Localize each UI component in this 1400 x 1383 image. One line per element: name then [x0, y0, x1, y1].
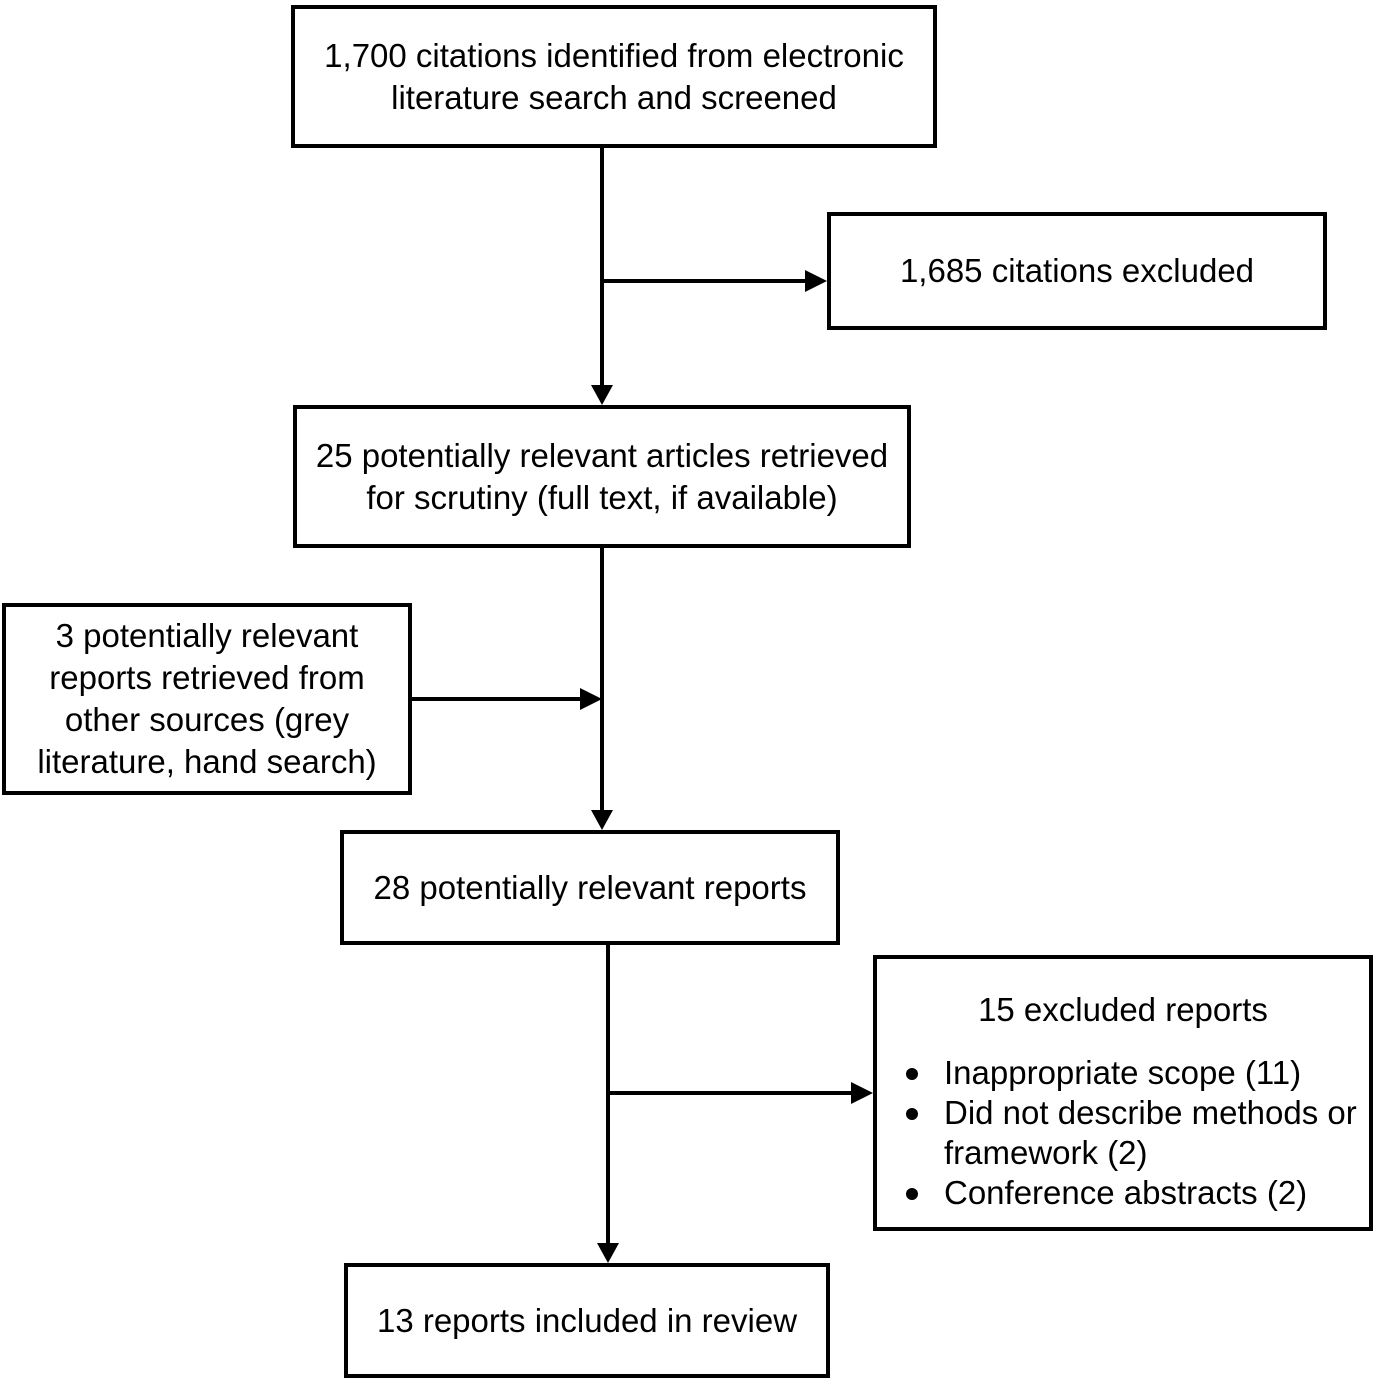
- excluded-reason-item: Conference abstracts (2): [906, 1173, 1359, 1213]
- connector-identified-to-retrieved: [600, 148, 604, 388]
- excluded-reports-title: 15 excluded reports: [978, 991, 1268, 1028]
- box-excluded-reports: 15 excluded reports Inappropriate scope …: [873, 955, 1373, 1231]
- arrowhead-into-relevant: [591, 810, 613, 830]
- box-citations-identified: 1,700 citations identified from electron…: [291, 5, 937, 148]
- citations-excluded-text: 1,685 citations excluded: [899, 252, 1255, 289]
- excluded-reports-list: Inappropriate scope (11) Did not describ…: [877, 1053, 1369, 1213]
- box-citations-excluded: 1,685 citations excluded: [827, 212, 1327, 330]
- arrowhead-into-excluded-reports: [851, 1082, 873, 1104]
- connector-branch-excluded-reports: [608, 1091, 851, 1095]
- connector-relevant-to-included: [606, 945, 610, 1245]
- connector-other-sources-branch: [412, 697, 580, 701]
- box-potentially-relevant-reports: 28 potentially relevant reports: [340, 830, 840, 945]
- arrowhead-other-sources-into-mainline: [580, 688, 602, 710]
- reports-included-text: 13 reports included in review: [376, 1301, 798, 1339]
- arrowhead-into-retrieved: [591, 385, 613, 405]
- articles-retrieved-text: 25 potentially relevant articles retriev…: [315, 436, 889, 516]
- excluded-reason-item: Inappropriate scope (11): [906, 1053, 1359, 1093]
- arrowhead-into-included: [597, 1243, 619, 1263]
- potentially-relevant-reports-text: 28 potentially relevant reports: [373, 868, 807, 906]
- box-other-sources: 3 potentially relevant reports retrieved…: [2, 603, 412, 795]
- excluded-reason-item: Did not describe methods or framework (2…: [906, 1093, 1359, 1173]
- citations-identified-text: 1,700 citations identified from electron…: [324, 36, 904, 116]
- box-articles-retrieved: 25 potentially relevant articles retriev…: [293, 405, 911, 548]
- box-reports-included: 13 reports included in review: [344, 1263, 830, 1378]
- other-sources-text: 3 potentially relevant reports retrieved…: [37, 617, 377, 780]
- connector-branch-citations-excluded: [602, 279, 805, 283]
- arrowhead-into-citations-excluded: [805, 270, 827, 292]
- connector-retrieved-to-relevant: [600, 548, 604, 810]
